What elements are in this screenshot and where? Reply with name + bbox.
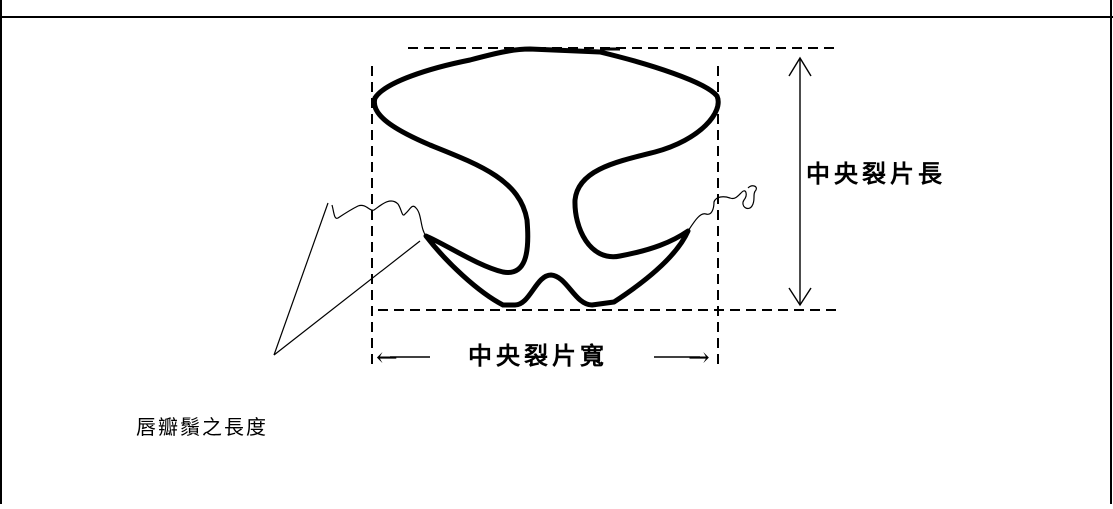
pointer-line-lower: [273, 240, 421, 356]
dashed-guides: [371, 47, 836, 368]
pointer-line-upper: [273, 202, 329, 356]
lip-hair-length-label: 唇瓣鬚之長度: [136, 415, 268, 439]
lip-hair-pointer: [273, 202, 421, 356]
central-lobe-width-label: 中央裂片寬: [468, 341, 608, 370]
right-lip-hair: [687, 185, 757, 232]
width-arrow-left: ←: [376, 343, 398, 373]
width-arrow-right: →: [688, 343, 710, 373]
central-lobe-length-label: 中央裂片長: [806, 159, 946, 188]
length-arrow: [788, 56, 812, 307]
length-arrow-head-up: [788, 56, 812, 77]
left-lip-hair: [331, 200, 427, 237]
central-lobe-outline: [371, 46, 721, 308]
length-arrow-head-down: [788, 287, 812, 307]
